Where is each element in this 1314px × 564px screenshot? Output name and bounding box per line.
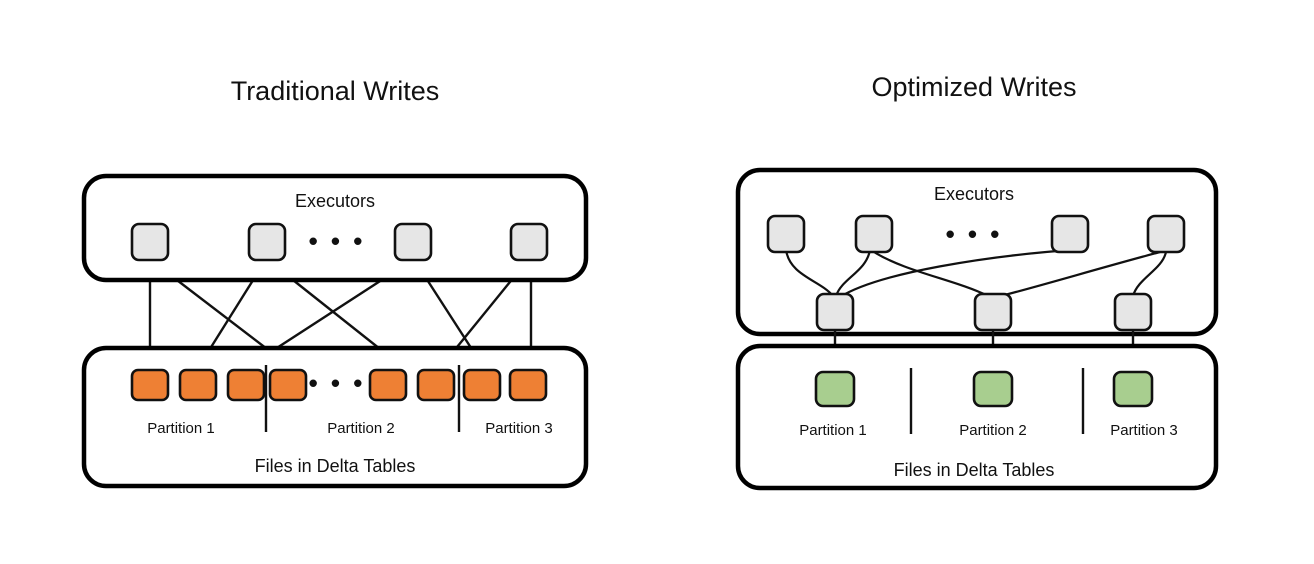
executors-label-traditional: Executors <box>295 191 375 211</box>
panel-traditional: Traditional Writes Executors • • • <box>81 76 589 489</box>
executors-container-traditional <box>81 173 589 283</box>
edge-executor-3-aggregator-1 <box>839 248 1071 298</box>
edge-group-optimized-top <box>784 248 1168 299</box>
panel-title-traditional: Traditional Writes <box>231 76 440 106</box>
edge-executor-2-aggregator-2 <box>873 251 989 297</box>
executors-label-optimized: Executors <box>934 184 1014 204</box>
files-label-optimized: Files in Delta Tables <box>894 460 1055 480</box>
edge-executor-4-aggregator-2 <box>996 250 1161 299</box>
executor-node-3-traditional[interactable] <box>393 222 433 262</box>
executor-ellipsis-optimized: • • • <box>946 219 1003 249</box>
partition-label-1-optimized: Partition 1 <box>799 422 867 439</box>
file-node-2-traditional[interactable] <box>178 368 218 402</box>
aggregator-node-2-optimized[interactable] <box>973 292 1013 332</box>
edge-executor-1-aggregator-1 <box>784 249 834 297</box>
executors-container-optimized <box>735 167 1219 337</box>
executor-node-2-traditional[interactable] <box>247 222 287 262</box>
file-node-6-traditional[interactable] <box>416 368 456 402</box>
file-node-1-traditional[interactable] <box>130 368 170 402</box>
executor-node-4-traditional[interactable] <box>509 222 549 262</box>
file-ellipsis-traditional: • • • <box>309 368 366 398</box>
aggregator-node-3-optimized[interactable] <box>1113 292 1153 332</box>
file-node-3-optimized[interactable] <box>1112 370 1154 408</box>
edge-executor-4-aggregator-3 <box>1131 251 1168 297</box>
file-node-5-traditional[interactable] <box>368 368 408 402</box>
file-node-4-traditional[interactable] <box>268 368 308 402</box>
aggregator-node-1-optimized[interactable] <box>815 292 855 332</box>
files-container-optimized <box>735 343 1219 491</box>
panel-title-optimized: Optimized Writes <box>871 72 1076 102</box>
files-label-traditional: Files in Delta Tables <box>255 456 416 476</box>
file-node-1-optimized[interactable] <box>814 370 856 408</box>
edge-executor-2-aggregator-1 <box>834 249 872 297</box>
partition-label-3-traditional: Partition 3 <box>485 420 553 437</box>
file-node-7-traditional[interactable] <box>462 368 502 402</box>
partition-label-2-traditional: Partition 2 <box>327 420 395 437</box>
panel-optimized: Optimized Writes Executors • • • <box>735 72 1219 491</box>
partition-label-1-traditional: Partition 1 <box>147 420 215 437</box>
partition-label-3-optimized: Partition 3 <box>1110 422 1178 439</box>
file-node-3-traditional[interactable] <box>226 368 266 402</box>
file-node-8-traditional[interactable] <box>508 368 548 402</box>
partition-label-2-optimized: Partition 2 <box>959 422 1027 439</box>
file-node-2-optimized[interactable] <box>972 370 1014 408</box>
executor-ellipsis-traditional: • • • <box>309 226 366 256</box>
executor-node-1-traditional[interactable] <box>130 222 170 262</box>
executor-node-2-optimized[interactable] <box>854 214 894 254</box>
executor-node-1-optimized[interactable] <box>766 214 806 254</box>
executor-node-4-optimized[interactable] <box>1146 214 1186 254</box>
executor-node-3-optimized[interactable] <box>1050 214 1090 254</box>
